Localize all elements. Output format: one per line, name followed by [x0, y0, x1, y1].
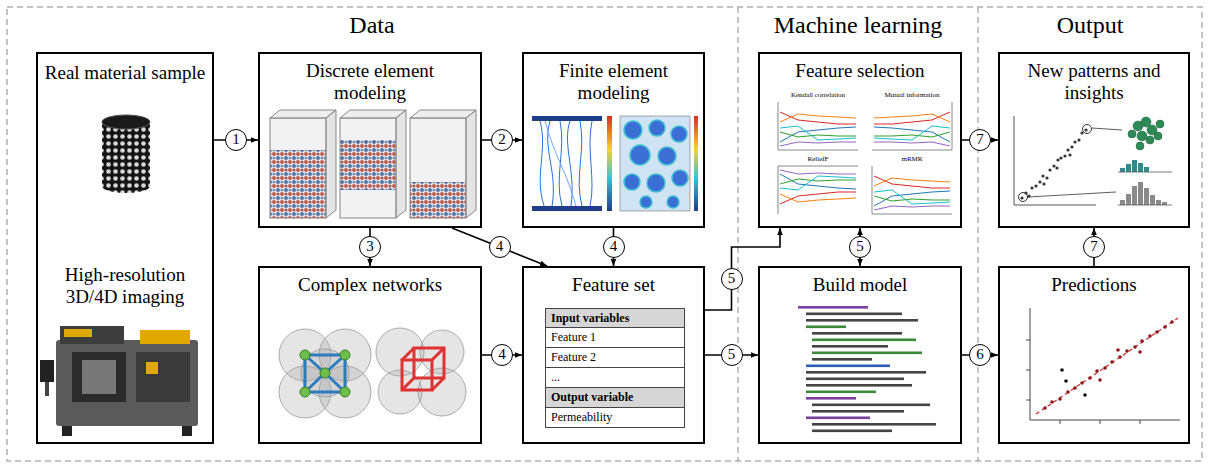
table-cell: ... [545, 368, 685, 388]
table-cell: Output variable [545, 388, 685, 408]
section-heading: Data [349, 12, 394, 38]
step-number: 4 [491, 344, 513, 366]
arrow-connector [705, 228, 780, 310]
process-box: Build model [758, 266, 962, 444]
box-title: High-resolution 3D/4D imaging [45, 264, 205, 308]
table-cell: Feature 2 [545, 348, 685, 368]
box-title: Complex networks [270, 274, 470, 296]
box-title: Real material sample [42, 62, 208, 84]
step-number: 5 [849, 236, 871, 258]
process-box: New patterns and insights [998, 52, 1190, 228]
plot-title: ReliefF [808, 156, 829, 164]
process-box: Finite element modeling [522, 52, 705, 228]
box-title: Predictions [1004, 274, 1184, 296]
box-title: Feature selection [764, 60, 956, 82]
plot-title: mRMR [901, 156, 922, 164]
process-box: Real material sampleHigh-resolution 3D/4… [36, 52, 214, 444]
box-title: Build model [764, 274, 956, 296]
table-cell: Feature 1 [545, 328, 685, 348]
arrow-connector [452, 228, 547, 266]
box-title: Feature set [529, 274, 699, 296]
plot-title: Mutual information [884, 92, 939, 100]
step-number: 7 [1083, 236, 1105, 258]
step-number: 7 [969, 129, 991, 151]
process-box: Complex networks [258, 266, 482, 444]
plot-title: Kendall correlation [791, 92, 845, 100]
process-box: Predictions [998, 266, 1190, 444]
section-heading: Machine learning [774, 12, 943, 38]
step-number: 2 [491, 129, 513, 151]
step-number: 3 [359, 236, 381, 258]
box-title: Finite element modeling [529, 60, 699, 104]
section-heading: Output [1057, 12, 1124, 38]
step-number: 4 [603, 236, 625, 258]
process-box: Discrete element modeling [258, 52, 482, 228]
box-title: New patterns and insights [1009, 60, 1179, 104]
box-title: Discrete element modeling [280, 60, 460, 104]
process-box: Feature selection [758, 52, 962, 228]
step-number: 4 [489, 236, 511, 258]
step-number: 1 [225, 129, 247, 151]
table-cell: Input variables [545, 308, 685, 328]
process-box: Feature setInput variablesFeature 1Featu… [522, 266, 705, 444]
step-number: 6 [969, 344, 991, 366]
step-number: 5 [721, 268, 743, 290]
table-cell: Permeability [545, 408, 685, 428]
step-number: 5 [721, 344, 743, 366]
